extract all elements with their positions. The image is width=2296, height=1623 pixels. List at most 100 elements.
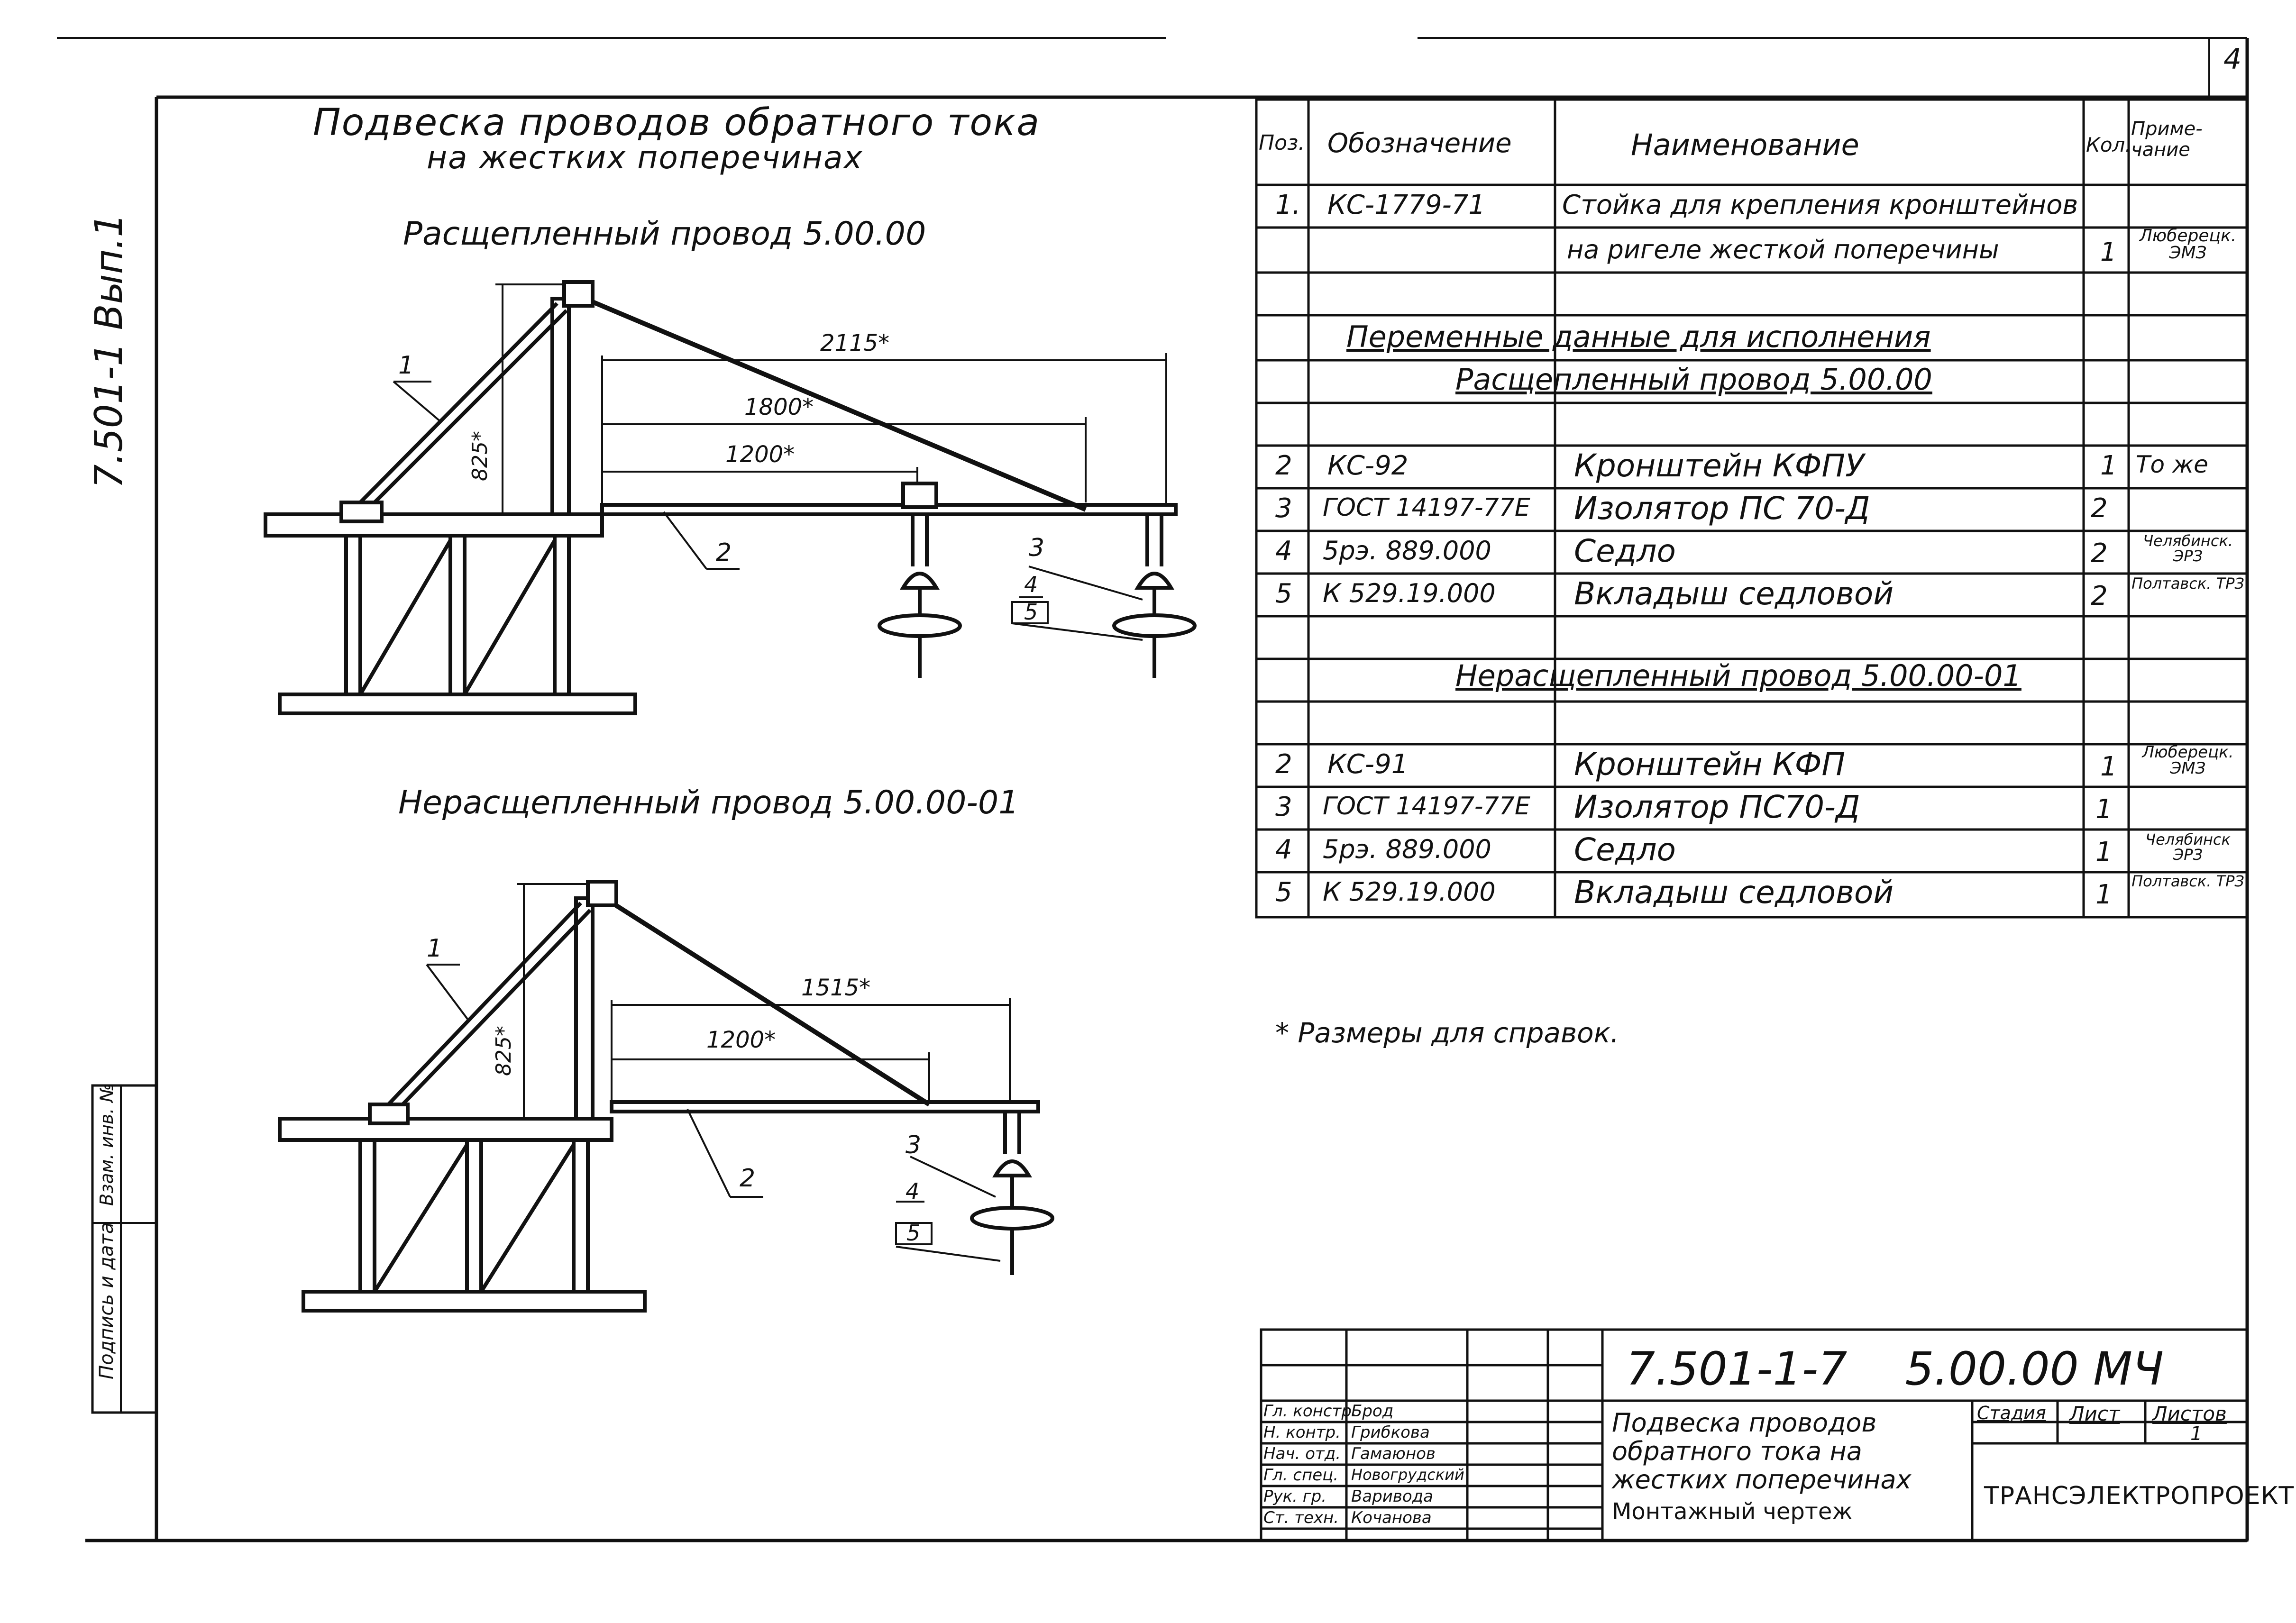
- spec-g1r1-pos: 2: [1275, 450, 1292, 481]
- spec-row1-name2: на ригеле жесткой поперечины: [1567, 235, 1999, 264]
- spec-g1r3-note: Челябинск. ЭРЗ: [2143, 532, 2233, 565]
- spec-row1-note: Люберецк. ЭМЗ: [2139, 226, 2237, 263]
- doc-title-line1: Подвеска проводов: [1612, 1408, 1877, 1438]
- side-stamp-signature: Подпись и дата: [96, 1222, 118, 1379]
- spec-section-title: Переменные данные для исполнения: [1346, 319, 1931, 354]
- spec-g1r4-code: К 529.19.000: [1323, 578, 1496, 608]
- view2-dim-1515: 1515*: [801, 975, 871, 1001]
- spec-g1r1-note: То же: [2136, 451, 2208, 478]
- spec-row1-code: КС-1779-71: [1327, 190, 1486, 220]
- view1-callout-2: 2: [716, 538, 732, 567]
- spec-g1r3-name: Седло: [1574, 533, 1676, 569]
- spec-g2r2-qty: 1: [2095, 794, 2113, 825]
- spec-g1r1-qty: 1: [2100, 450, 2117, 481]
- spec-g1r2-name: Изолятор ПС 70-Д: [1574, 490, 1870, 527]
- view2-callout-5: 5: [906, 1220, 921, 1246]
- spec-g2r2-pos: 3: [1275, 792, 1292, 822]
- view1-dim-1800: 1800*: [744, 394, 814, 420]
- spec-g2r2-code: ГОСТ 14197-77Е: [1323, 792, 1530, 821]
- view1-title: Расщепленный провод 5.00.00: [403, 215, 926, 253]
- spec-g1r4-note: Полтавск. ТРЗ: [2131, 574, 2244, 593]
- spec-g2r4-name: Вкладыш седловой: [1574, 874, 1894, 911]
- spec-row1-pos: 1.: [1275, 190, 1301, 220]
- sign-name-6: Кочанова: [1351, 1508, 1432, 1527]
- spec-header-name: Наименование: [1631, 128, 1859, 162]
- doc-title-line2: обратного тока на: [1612, 1436, 1862, 1466]
- spec-g2r1-code: КС-91: [1327, 749, 1409, 780]
- view2-dim-825: 825*: [491, 1026, 516, 1076]
- spec-g2r2-name: Изолятор ПС70-Д: [1574, 789, 1860, 825]
- view2-callout-3: 3: [906, 1131, 922, 1159]
- sign-name-2: Грибкова: [1351, 1423, 1430, 1442]
- spec-g1r1-code: КС-92: [1327, 450, 1409, 481]
- view2-title: Нерасщепленный провод 5.00.00-01: [398, 784, 1019, 821]
- spec-g1r4-pos: 5: [1275, 578, 1292, 609]
- spec-g2r3-pos: 4: [1275, 834, 1292, 865]
- view2-callout-1: 1: [427, 934, 443, 963]
- spec-g2r1-pos: 2: [1275, 749, 1292, 780]
- spec-g2r3-qty: 1: [2095, 837, 2113, 867]
- stage-label: Стадия: [1977, 1403, 2046, 1423]
- spec-g1r3-code: 5рэ. 889.000: [1323, 536, 1491, 565]
- side-label: 7.501-1 Вып.1: [87, 213, 131, 489]
- sign-name-1: Брод: [1351, 1402, 1394, 1421]
- spec-group1-title: Расщепленный провод 5.00.00: [1455, 362, 1932, 397]
- spec-g1r4-name: Вкладыш седловой: [1574, 575, 1894, 612]
- spec-g1r3-qty: 2: [2091, 538, 2108, 569]
- sign-role-3: Нач. отд.: [1263, 1444, 1341, 1463]
- spec-g2r1-note: Люберецк. ЭМЗ: [2142, 743, 2234, 778]
- spec-g1r3-pos: 4: [1275, 536, 1292, 566]
- sign-name-4: Новогрудский: [1351, 1466, 1464, 1484]
- spec-g2r4-code: К 529.19.000: [1323, 877, 1496, 907]
- view1-callout-5: 5: [1024, 599, 1038, 625]
- spec-g2r4-note: Полтавск. ТРЗ: [2131, 872, 2244, 890]
- view1-dim-2115: 2115*: [820, 330, 890, 356]
- drawing-title-line1: Подвеска проводов обратного тока: [313, 101, 1041, 144]
- spec-g2r1-name: Кронштейн КФП: [1574, 746, 1846, 783]
- sign-role-1: Гл. констр.: [1263, 1402, 1357, 1421]
- doc-title-line3: жестких поперечинах: [1612, 1465, 1912, 1495]
- view2-dim-1200: 1200*: [706, 1027, 776, 1053]
- view1-callout-1: 1: [398, 351, 414, 380]
- footnote: * Размеры для справок.: [1275, 1017, 1619, 1049]
- company-name: ТРАНСЭЛЕКТРОПРОЕКТ: [1984, 1482, 2295, 1510]
- view2-callout-2: 2: [740, 1164, 756, 1193]
- view2-callout-4: 4: [906, 1178, 920, 1204]
- spec-g1r1-name: Кронштейн КФПУ: [1574, 447, 1865, 484]
- view1-dim-1200: 1200*: [725, 441, 795, 468]
- sign-role-5: Рук. гр.: [1263, 1487, 1327, 1506]
- spec-g2r4-pos: 5: [1275, 877, 1292, 908]
- spec-row1-qty: 1: [2100, 237, 2117, 267]
- spec-g1r2-qty: 2: [2091, 493, 2108, 524]
- sign-role-2: Н. контр.: [1263, 1423, 1341, 1442]
- sign-name-3: Гамаюнов: [1351, 1444, 1436, 1463]
- sheets-label: Листов: [2152, 1402, 2227, 1425]
- view1-callout-3: 3: [1029, 534, 1045, 562]
- spec-header-pos: Поз.: [1259, 131, 1305, 155]
- spec-g1r4-qty: 2: [2091, 581, 2108, 611]
- spec-header-qty: Кол.: [2086, 133, 2131, 156]
- spec-g1r2-pos: 3: [1275, 493, 1292, 524]
- corner-sheet-number: 4: [2223, 43, 2242, 76]
- sheet-label: Лист: [2069, 1402, 2120, 1425]
- spec-g2r1-qty: 1: [2100, 751, 2117, 782]
- spec-header-code: Обозначение: [1327, 128, 1512, 159]
- side-stamp-replacement: Взам. инв. №: [96, 1083, 117, 1206]
- spec-g1r2-code: ГОСТ 14197-77Е: [1323, 493, 1530, 522]
- sign-role-4: Гл. спец.: [1263, 1466, 1339, 1485]
- sign-role-6: Ст. техн.: [1263, 1508, 1339, 1527]
- doc-code: 7.501-1-7 5.00.00 МЧ: [1626, 1342, 2164, 1395]
- spec-g2r3-note: Челябинск ЭРЗ: [2145, 830, 2231, 864]
- spec-g2r4-qty: 1: [2095, 879, 2113, 910]
- view1-callout-4: 4: [1024, 572, 1038, 597]
- drawing-title-line2: на жестких поперечинах: [427, 139, 863, 176]
- sign-name-5: Варивода: [1351, 1487, 1434, 1506]
- sheets-value: 1: [2190, 1423, 2203, 1445]
- view1-dim-825: 825*: [467, 431, 492, 481]
- spec-group2-title: Нерасщепленный провод 5.00.00-01: [1455, 658, 2022, 693]
- doc-type: Монтажный чертеж: [1612, 1498, 1853, 1525]
- spec-g2r3-code: 5рэ. 889.000: [1323, 834, 1491, 864]
- spec-g2r3-name: Седло: [1574, 831, 1676, 868]
- spec-header-note: Приме-чание: [2131, 118, 2203, 161]
